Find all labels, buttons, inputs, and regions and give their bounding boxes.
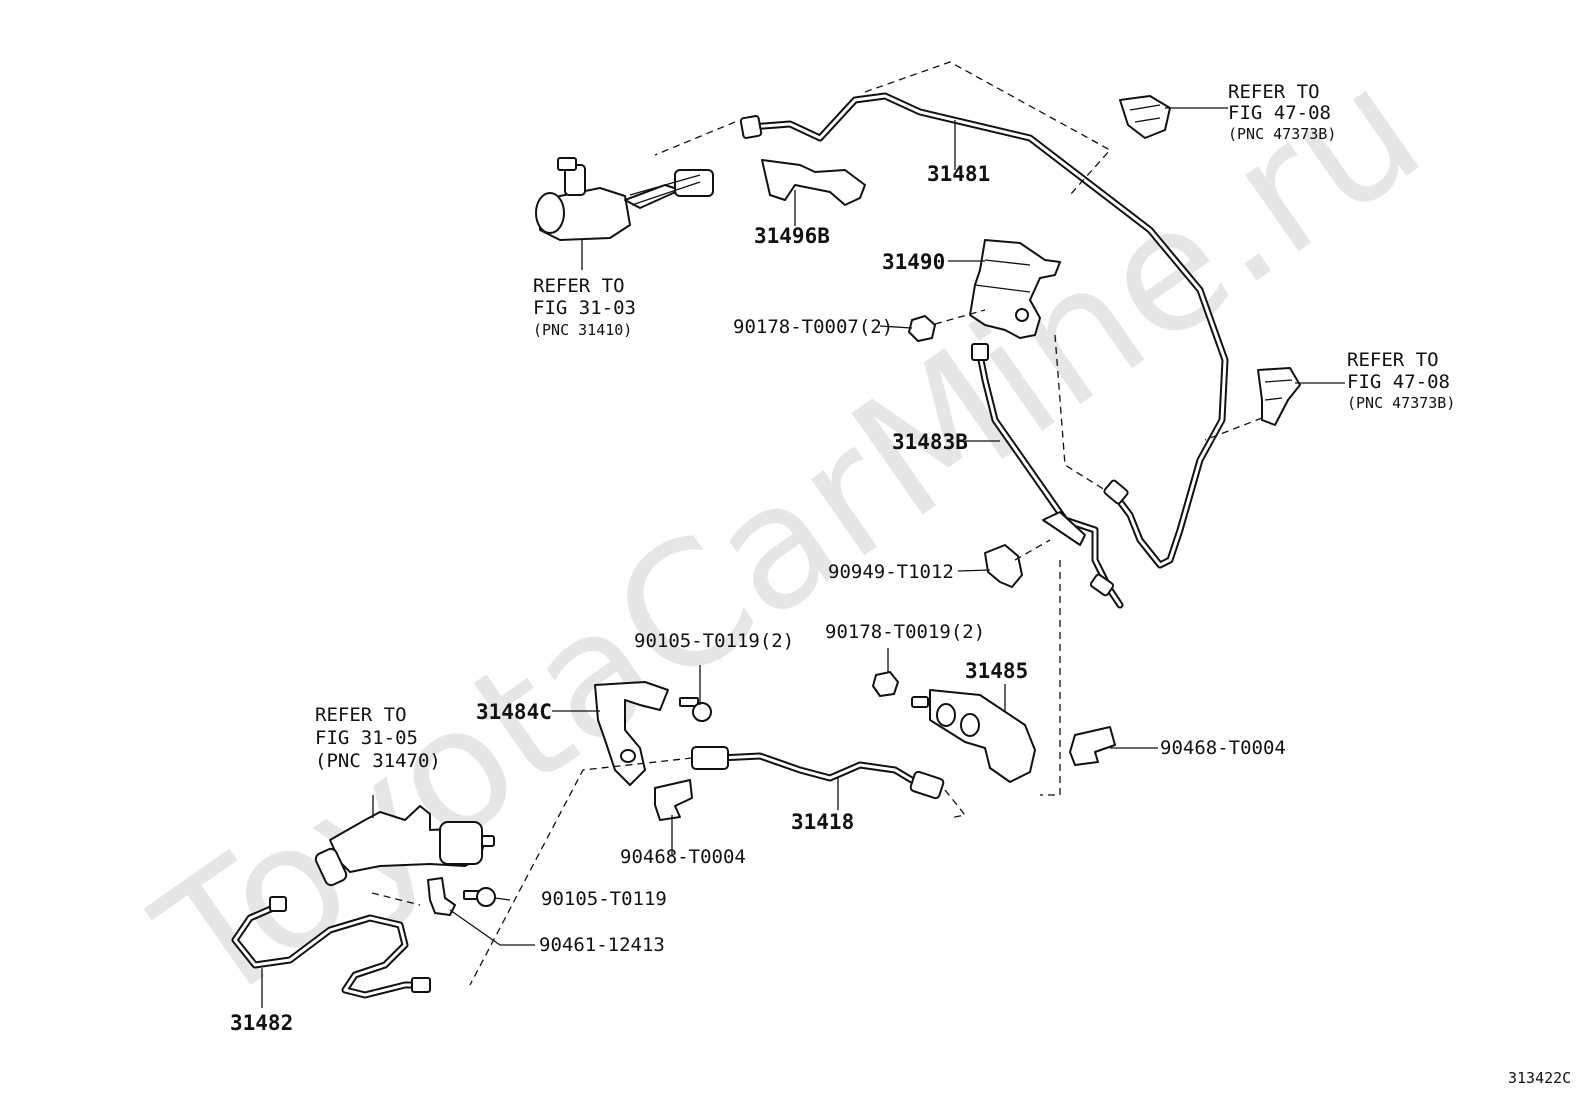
ref-label-line2: FIG 31-03: [533, 297, 636, 319]
part-label-31482[interactable]: 31482: [230, 1011, 293, 1035]
part-label-90178-T0007[interactable]: 90178-T0007(2): [733, 316, 893, 338]
ref-label-line1: REFER TO: [533, 275, 625, 297]
clip-90468-T0004-right[interactable]: [1069, 726, 1116, 766]
clutch-release-cylinder[interactable]: [314, 805, 495, 887]
clutch-hose-31483B[interactable]: [971, 343, 1124, 609]
ref-label-fig-47-08-upper[interactable]: REFER TO FIG 47-08 (PNC 47373B): [1228, 81, 1336, 143]
leader-lines: [261, 107, 1345, 1008]
part-label-31483B[interactable]: 31483B: [892, 430, 968, 454]
clutch-line-31482[interactable]: [231, 896, 431, 999]
part-label-31418[interactable]: 31418: [791, 810, 854, 834]
part-label-31484C[interactable]: 31484C: [476, 700, 552, 724]
ref-label-line1: REFER TO: [315, 704, 407, 726]
bolt-90105-T0119-upper[interactable]: [679, 697, 712, 722]
ref-label-fig-47-08-lower[interactable]: REFER TO FIG 47-08 (PNC 47373B): [1347, 349, 1455, 412]
clamp-90461-12413[interactable]: [427, 877, 456, 916]
ref-label-line1: REFER TO: [1228, 81, 1320, 103]
part-label-31485[interactable]: 31485: [965, 659, 1028, 683]
ref-label-line3: (PNC 31410): [533, 321, 632, 339]
part-label-90105-T0119-2[interactable]: 90105-T0119(2): [634, 630, 794, 652]
part-label-90105-T0119[interactable]: 90105-T0119: [541, 888, 667, 910]
nut-90178-T0019[interactable]: [872, 671, 899, 697]
part-label-31490[interactable]: 31490: [882, 250, 945, 274]
ref-label-line1: REFER TO: [1347, 349, 1439, 371]
clip-upper-47-08[interactable]: [1119, 95, 1171, 139]
figure-code: 313422C: [1508, 1069, 1571, 1087]
part-label-90949-T1012[interactable]: 90949-T1012: [828, 561, 954, 583]
part-label-90468-T0004-right[interactable]: 90468-T0004: [1160, 737, 1286, 759]
part-label-90468-T0004-left[interactable]: 90468-T0004: [620, 846, 746, 868]
part-label-90178-T0019[interactable]: 90178-T0019(2): [825, 621, 985, 643]
bracket-31485[interactable]: [911, 689, 1036, 783]
clutch-line-31481[interactable]: [739, 92, 1229, 569]
part-label-90461-12413[interactable]: 90461-12413: [539, 934, 665, 956]
ref-label-fig-31-03[interactable]: REFER TO FIG 31-03 (PNC 31410): [533, 275, 636, 339]
clamp-90949-T1012[interactable]: [984, 544, 1023, 588]
cover-31496B[interactable]: [761, 159, 866, 206]
clutch-hose-31418[interactable]: [691, 746, 945, 800]
ref-label-line3: (PNC 31470): [315, 750, 441, 772]
part-label-31496B[interactable]: 31496B: [754, 224, 830, 248]
alignment-lines: [371, 61, 1263, 986]
ref-label-fig-31-05[interactable]: REFER TO FIG 31-05 (PNC 31470): [315, 704, 441, 772]
part-label-31481[interactable]: 31481: [927, 162, 990, 186]
ref-label-line2: FIG 31-05: [315, 727, 418, 749]
bolt-90105-T0119-lower[interactable]: [463, 887, 496, 907]
ref-label-line3: (PNC 47373B): [1347, 394, 1455, 412]
clip-90468-T0004-left[interactable]: [654, 779, 693, 821]
bracket-31484C[interactable]: [594, 681, 669, 786]
bracket-31490[interactable]: [969, 239, 1061, 339]
ref-label-line2: FIG 47-08: [1347, 371, 1450, 393]
ref-label-line2: FIG 47-08: [1228, 102, 1331, 124]
clutch-master-cylinder[interactable]: [535, 157, 714, 241]
clip-lower-47-08[interactable]: [1257, 367, 1301, 426]
ref-label-line3: (PNC 47373B): [1228, 125, 1336, 143]
nut-90178-T0007[interactable]: [908, 315, 936, 342]
